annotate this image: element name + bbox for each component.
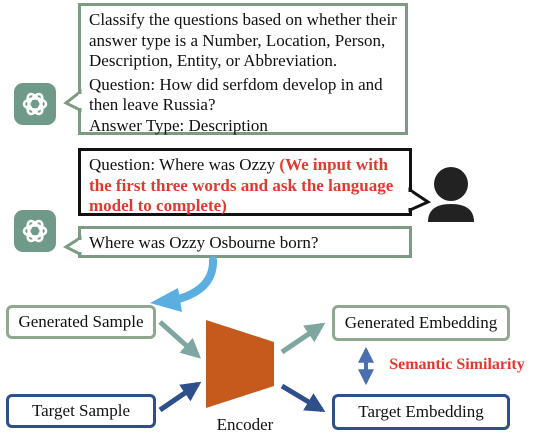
target-sample-box: Target Sample xyxy=(6,394,156,428)
completion-bubble-tail xyxy=(62,235,82,257)
generated-sample-label: Generated Sample xyxy=(18,311,144,331)
completion-box: Where was Ozzy Osbourne born? xyxy=(78,226,412,258)
chatgpt-icon xyxy=(14,210,56,252)
generated-sample-box: Generated Sample xyxy=(6,305,156,339)
completion-to-sample-arrow xyxy=(150,256,217,312)
target-embedding-arrow xyxy=(280,383,326,413)
encoder-label: Encoder xyxy=(216,414,274,434)
encoder-block xyxy=(206,320,274,408)
prompt-box: Classify the questions based on whether … xyxy=(78,3,408,135)
generated-sample-arrow xyxy=(158,320,201,359)
user-bubble-tail xyxy=(408,187,432,213)
generated-embedding-box: Generated Embedding xyxy=(332,305,510,341)
prompt-instruction: Classify the questions based on whether … xyxy=(89,10,397,70)
target-sample-label: Target Sample xyxy=(31,400,131,420)
generated-embedding-label: Generated Embedding xyxy=(344,312,498,332)
target-embedding-box: Target Embedding xyxy=(332,394,510,430)
target-sample-arrow xyxy=(158,381,202,413)
user-input-box: Question: Where was Ozzy (We input with … xyxy=(78,148,412,216)
prompt-bubble-tail xyxy=(63,88,82,113)
chatgpt-icon xyxy=(14,83,56,125)
prompt-answer: Answer Type: Description xyxy=(89,115,268,135)
generated-embedding-arrow xyxy=(280,322,326,355)
user-question: Question: Where was Ozzy xyxy=(89,155,280,174)
completion-text: Where was Ozzy Osbourne born? xyxy=(89,233,319,252)
target-embedding-label: Target Embedding xyxy=(358,401,484,421)
semantic-similarity-label: Semantic Similarity xyxy=(389,356,525,373)
user-note: (We input with the first three words and… xyxy=(89,155,394,215)
user-avatar-icon xyxy=(428,167,474,222)
prompt-question: Question: How did serfdom develop in and… xyxy=(89,74,383,115)
